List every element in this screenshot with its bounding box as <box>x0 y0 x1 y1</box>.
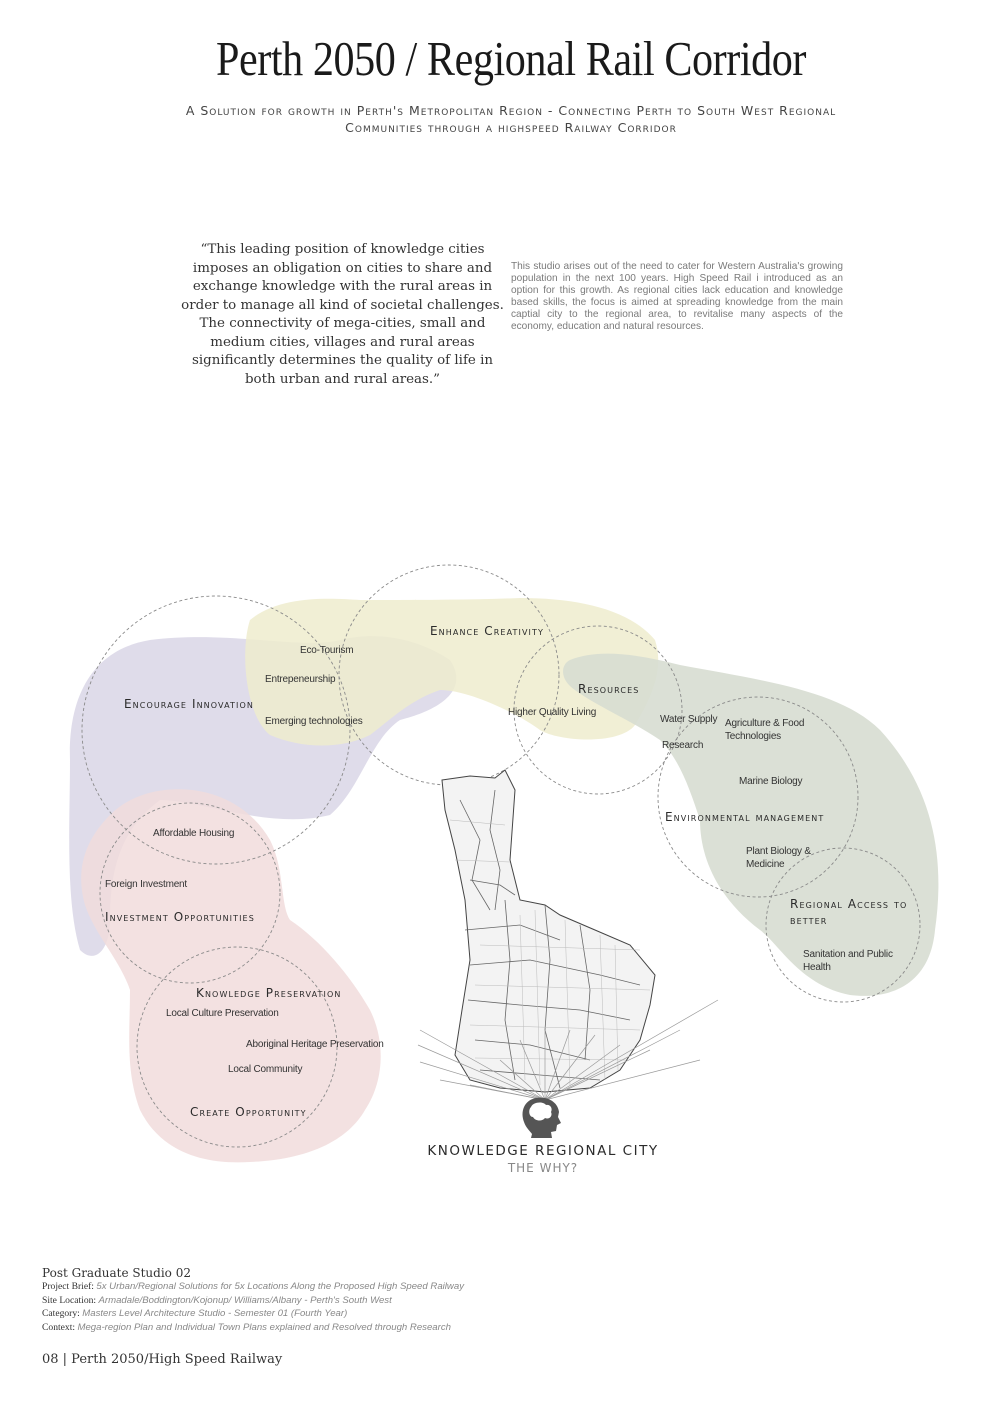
agriculture-food-label: Agriculture & Food Technologies <box>725 718 805 742</box>
regional-access-circle <box>765 847 921 1003</box>
marine-biology-label: Marine Biology <box>739 776 803 787</box>
innovation-circle <box>81 595 351 865</box>
perth-map <box>441 769 656 1093</box>
create-opportunity-label: Create Opportunity <box>190 1105 307 1119</box>
context-value: Mega-region Plan and Individual Town Pla… <box>77 1322 451 1333</box>
pink-blob <box>81 789 381 1163</box>
encourage-innovation-label: Encourage Innovation <box>124 697 254 711</box>
the-why-subtitle: THE WHY? <box>507 1161 579 1175</box>
research-label: Research <box>662 740 704 751</box>
investment-opportunities-label: Investment Opportunities <box>105 910 255 924</box>
local-culture-label: Local Culture Preservation <box>166 1008 279 1019</box>
site-location-value: Armadale/Boddington/Kojonup/ Williams/Al… <box>98 1295 392 1306</box>
plant-biology-label: Plant Biology & Medicine <box>746 846 811 870</box>
sanitation-label: Sanitation and Public Health <box>803 949 893 973</box>
project-brief-value: 5x Urban/Regional Solutions for 5x Locat… <box>96 1281 464 1292</box>
regional-access-label: Regional Access to better <box>790 897 908 927</box>
radiating-lines <box>417 999 719 1101</box>
intro-paragraph: This studio arises out of the need to ca… <box>511 261 843 333</box>
environmental-management-label: Environmental management <box>665 810 825 824</box>
resources-label: Resources <box>578 682 640 696</box>
local-community-label: Local Community <box>228 1064 303 1075</box>
entrepeneurship-label: Entrepeneurship <box>265 674 336 685</box>
environment-circle <box>657 696 859 898</box>
studio-heading: Post Graduate Studio 02 <box>42 1266 191 1280</box>
page-footer: 08 | Perth 2050/High Speed Railway <box>42 1352 283 1367</box>
aboriginal-heritage-label: Aboriginal Heritage Preservation <box>246 1039 384 1050</box>
site-location-line: Site Location: Armadale/Boddington/Kojon… <box>42 1295 392 1306</box>
page-title: Perth 2050 / Regional Rail Corridor <box>215 31 807 86</box>
foreign-investment-label: Foreign Investment <box>105 879 187 890</box>
eco-tourism-label: Eco-Tourism <box>300 645 354 656</box>
category-label: Category: <box>42 1308 80 1319</box>
project-brief-line: Project Brief: 5x Urban/Regional Solutio… <box>42 1281 464 1292</box>
page-subtitle: A Solution for growth in Perth's Metropo… <box>185 103 837 135</box>
resources-circle <box>513 625 683 795</box>
project-brief-label: Project Brief: <box>42 1281 94 1292</box>
affordable-housing-label: Affordable Housing <box>153 828 235 839</box>
water-supply-label: Water Supply <box>660 714 718 725</box>
knowledge-preservation-label: Knowledge Preservation <box>196 986 342 1000</box>
emerging-technologies-label: Emerging technologies <box>265 716 363 727</box>
category-line: Category: Masters Level Architecture Stu… <box>42 1308 347 1319</box>
head-brain-icon <box>522 1097 561 1138</box>
investment-circle <box>99 802 281 984</box>
preservation-circle <box>136 946 338 1148</box>
site-location-label: Site Location: <box>42 1295 97 1306</box>
context-line: Context: Mega-region Plan and Individual… <box>42 1322 451 1333</box>
category-value: Masters Level Architecture Studio - Seme… <box>82 1308 348 1319</box>
higher-quality-living-label: Higher Quality Living <box>508 707 597 718</box>
context-label: Context: <box>42 1322 76 1333</box>
enhance-creativity-label: Enhance Creativity <box>430 624 544 638</box>
quote-text: “This leading position of knowledge citi… <box>181 242 504 387</box>
green-blob <box>563 653 939 996</box>
knowledge-regional-city-title: KNOWLEDGE REGIONAL CITY <box>427 1143 659 1159</box>
